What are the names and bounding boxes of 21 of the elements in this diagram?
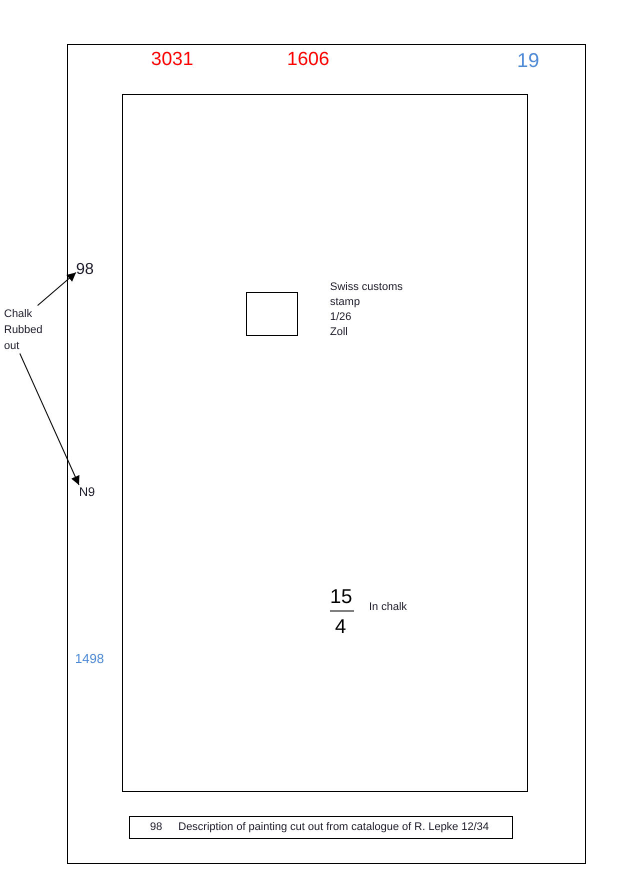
stamp-note: Swiss customs stamp [330,280,404,310]
number-label: 1606 [287,48,330,72]
caption-number: 98 [150,820,162,834]
arrow [19,353,80,486]
number-label: 98 [76,260,94,280]
stamp-note: 1/26 [330,310,352,326]
note-text: Chalk Rubbed out [4,306,52,354]
fraction-numerator: 15 [330,584,352,608]
caption-box [129,816,513,839]
number-label: 19 [517,48,540,72]
stamp-note: Zoll [330,325,348,340]
note-text: In chalk [369,600,407,614]
fraction-denominator: 4 [335,614,346,638]
code-label: N9 [79,485,95,500]
inner-frame [122,94,528,792]
number-label: 1498 [75,651,104,667]
number-label: 3031 [151,48,194,72]
arrow [37,272,76,306]
caption-text: Description of painting cut out from catalogue of R. Lepke 12/34 [178,820,489,834]
stamp-outline [246,292,298,336]
outer-frame [67,44,586,864]
